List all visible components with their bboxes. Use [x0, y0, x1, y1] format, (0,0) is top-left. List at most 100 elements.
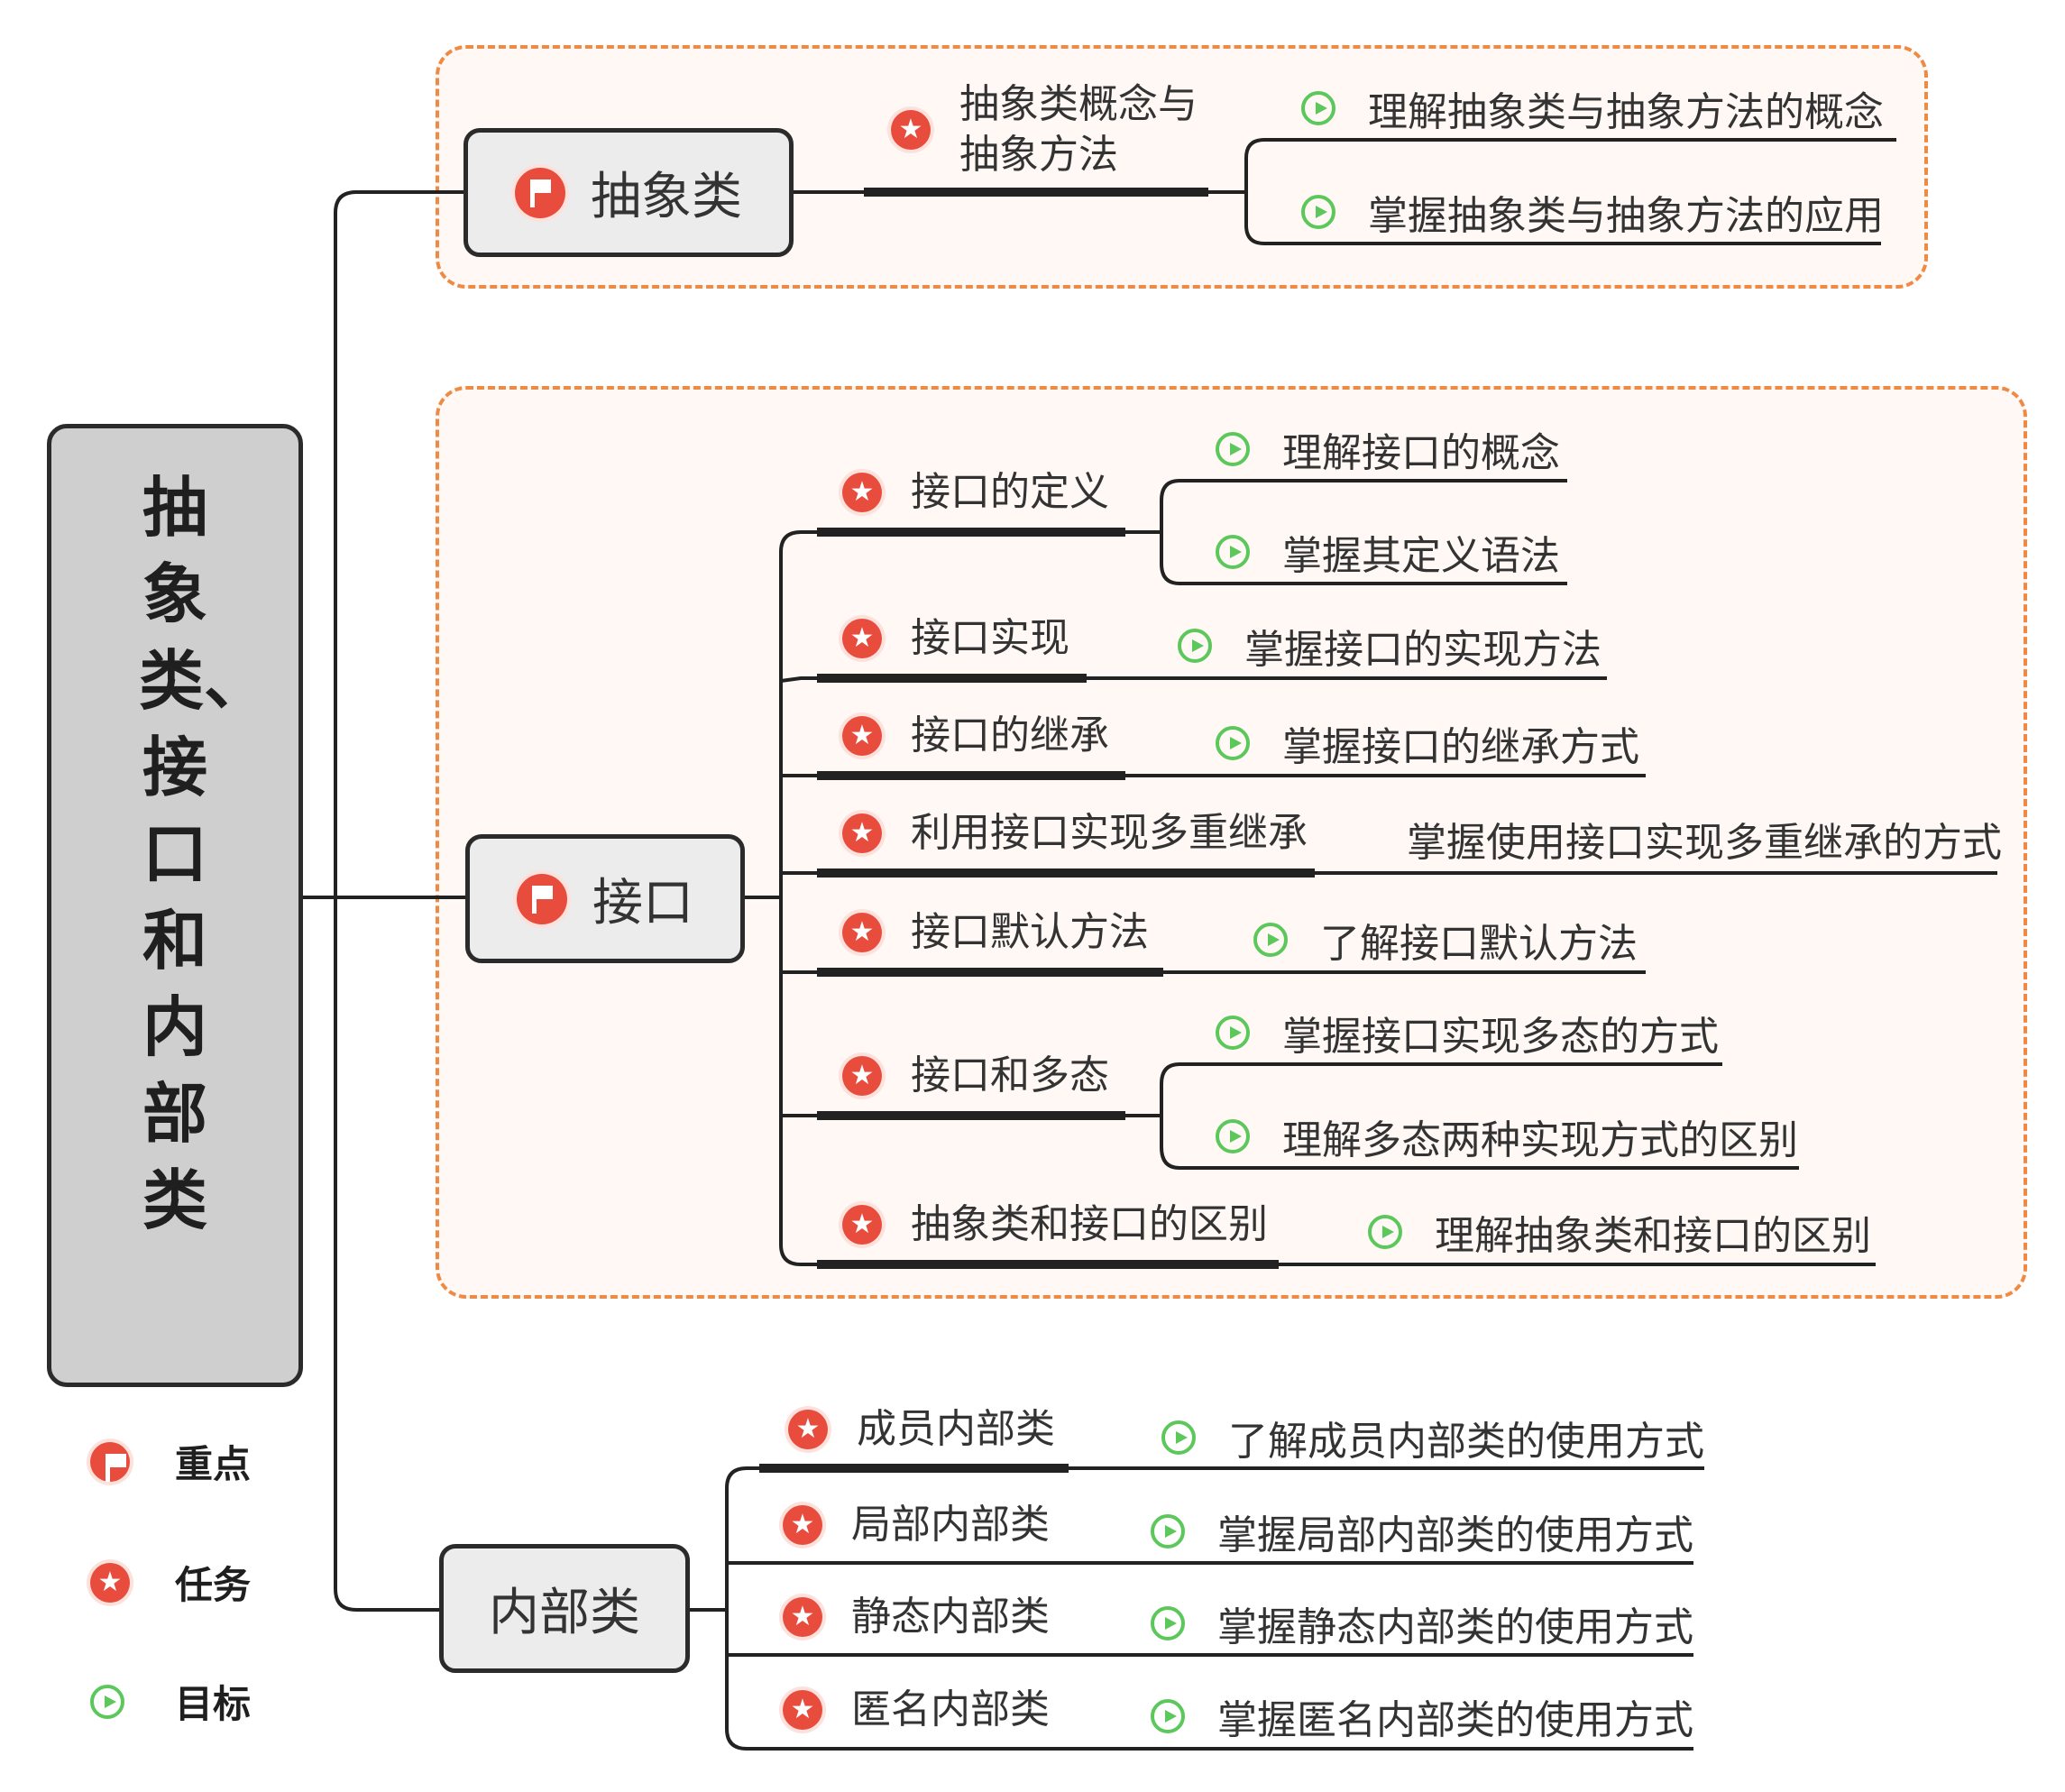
star-icon: ★ — [90, 1562, 130, 1603]
legend-label: 重点 — [175, 1442, 252, 1486]
play-icon — [1178, 629, 1212, 663]
goal-item[interactable]: 掌握接口的实现方法 — [1178, 617, 1602, 675]
star-icon: ★ — [788, 1410, 828, 1449]
branch-inner[interactable]: 内部类 — [439, 1544, 690, 1673]
goal-item[interactable]: 掌握抽象类与抽象方法的应用 — [1301, 183, 1884, 241]
star-icon: ★ — [842, 473, 882, 512]
task-member-inner[interactable]: ★ 成员内部类 — [788, 1404, 1055, 1455]
task-label: 抽象类和接口的区别 — [911, 1201, 1268, 1247]
task-interface-inheritance[interactable]: ★ 接口的继承 — [842, 711, 1109, 761]
task-abstract-vs-interface[interactable]: ★ 抽象类和接口的区别 — [842, 1199, 1268, 1250]
task-label: 成员内部类 — [857, 1406, 1055, 1452]
goal-label: 掌握接口的实现方法 — [1244, 627, 1602, 673]
task-label: 匿名内部类 — [851, 1686, 1050, 1732]
task-abstract-concept[interactable]: ★ 抽象类概念与抽象方法 — [891, 79, 1203, 180]
goal-item[interactable]: 理解抽象类和接口的区别 — [1368, 1203, 1871, 1261]
branch-label: 内部类 — [489, 1584, 640, 1642]
legend-key-point: 重点 — [90, 1434, 251, 1489]
play-icon — [1151, 1699, 1185, 1733]
root-title: 抽象类、接口和内部类 — [139, 470, 270, 1238]
goal-item[interactable]: 理解多态两种实现方式的区别 — [1216, 1107, 1798, 1165]
goal-item[interactable]: 了解成员内部类的使用方式 — [1161, 1409, 1704, 1466]
task-label: 局部内部类 — [851, 1502, 1050, 1548]
branch-abstract[interactable]: 抽象类 — [463, 128, 794, 257]
goal-item[interactable]: 掌握接口实现多态的方式 — [1216, 1004, 1719, 1061]
flag-icon — [515, 167, 565, 218]
play-icon — [1216, 1119, 1250, 1153]
goal-label: 掌握静态内部类的使用方式 — [1217, 1604, 1693, 1650]
play-icon — [1216, 1015, 1250, 1050]
task-interface-definition[interactable]: ★ 接口的定义 — [842, 467, 1109, 518]
task-label: 接口的继承 — [911, 712, 1109, 758]
task-local-inner[interactable]: ★ 局部内部类 — [783, 1500, 1050, 1550]
branch-interface[interactable]: 接口 — [465, 834, 745, 963]
goal-label: 理解抽象类与抽象方法的概念 — [1368, 89, 1884, 135]
goal-item[interactable]: 掌握其定义语法 — [1216, 523, 1560, 581]
goal-label: 掌握接口的继承方式 — [1282, 724, 1639, 770]
flag-icon — [90, 1441, 130, 1482]
play-icon — [1368, 1215, 1402, 1249]
task-label: 接口实现 — [911, 615, 1069, 661]
goal-item[interactable]: 掌握使用接口实现多重继承的方式 — [1407, 810, 2002, 868]
task-static-inner[interactable]: ★ 静态内部类 — [783, 1592, 1050, 1642]
star-icon: ★ — [842, 1056, 882, 1096]
task-label: 静态内部类 — [851, 1594, 1050, 1640]
goal-label: 了解接口默认方法 — [1320, 921, 1638, 967]
play-icon — [1216, 535, 1250, 569]
goal-item[interactable]: 理解接口的概念 — [1216, 420, 1560, 478]
goal-item[interactable]: 掌握静态内部类的使用方式 — [1151, 1594, 1693, 1652]
play-icon — [90, 1684, 124, 1719]
goal-label: 掌握局部内部类的使用方式 — [1217, 1512, 1693, 1558]
task-label: 抽象类概念与抽象方法 — [959, 81, 1198, 178]
root-topic[interactable]: 抽象类、接口和内部类 — [47, 424, 303, 1387]
goal-item[interactable]: 理解抽象类与抽象方法的概念 — [1301, 79, 1884, 137]
star-icon: ★ — [891, 110, 931, 150]
goal-label: 掌握接口实现多态的方式 — [1282, 1014, 1719, 1060]
task-label: 接口和多态 — [911, 1052, 1109, 1098]
task-label: 接口的定义 — [911, 469, 1109, 515]
goal-item[interactable]: 掌握匿名内部类的使用方式 — [1151, 1687, 1693, 1745]
branch-label: 抽象类 — [591, 168, 742, 226]
goal-label: 理解接口的概念 — [1282, 430, 1560, 476]
legend-label: 任务 — [175, 1563, 252, 1607]
flag-icon — [517, 873, 567, 924]
star-icon: ★ — [783, 1597, 822, 1637]
goal-label: 掌握匿名内部类的使用方式 — [1217, 1697, 1693, 1743]
goal-label: 掌握其定义语法 — [1282, 533, 1560, 579]
goal-label: 理解多态两种实现方式的区别 — [1282, 1117, 1798, 1163]
task-multiple-inheritance[interactable]: ★ 利用接口实现多重继承 — [842, 808, 1308, 859]
star-icon: ★ — [842, 1205, 882, 1245]
legend-task: ★ 任务 — [90, 1555, 251, 1610]
goal-item[interactable]: 了解接口默认方法 — [1253, 911, 1638, 969]
goal-item[interactable]: 掌握局部内部类的使用方式 — [1151, 1503, 1693, 1560]
star-icon: ★ — [783, 1690, 822, 1730]
star-icon: ★ — [783, 1505, 822, 1545]
task-interface-implementation[interactable]: ★ 接口实现 — [842, 613, 1069, 664]
star-icon: ★ — [842, 813, 882, 853]
task-label: 接口默认方法 — [911, 909, 1149, 955]
play-icon — [1151, 1514, 1185, 1548]
goal-label: 了解成员内部类的使用方式 — [1228, 1419, 1704, 1465]
play-icon — [1161, 1420, 1196, 1455]
goal-label: 掌握抽象类与抽象方法的应用 — [1368, 193, 1884, 239]
star-icon: ★ — [842, 716, 882, 756]
branch-label: 接口 — [592, 874, 693, 933]
goal-item[interactable]: 掌握接口的继承方式 — [1216, 714, 1639, 772]
goal-label: 理解抽象类和接口的区别 — [1435, 1213, 1871, 1259]
play-icon — [1301, 195, 1335, 229]
play-icon — [1253, 923, 1288, 957]
task-interface-polymorphism[interactable]: ★ 接口和多态 — [842, 1051, 1109, 1101]
star-icon: ★ — [842, 913, 882, 952]
star-icon: ★ — [842, 619, 882, 658]
task-anonymous-inner[interactable]: ★ 匿名内部类 — [783, 1685, 1050, 1735]
legend-goal: 目标 — [90, 1674, 251, 1729]
play-icon — [1216, 432, 1250, 466]
task-label: 利用接口实现多重继承 — [911, 810, 1308, 856]
task-default-methods[interactable]: ★ 接口默认方法 — [842, 907, 1149, 958]
play-icon — [1216, 726, 1250, 760]
legend-label: 目标 — [175, 1682, 252, 1726]
play-icon — [1301, 91, 1335, 125]
play-icon — [1151, 1606, 1185, 1640]
goal-label: 掌握使用接口实现多重继承的方式 — [1407, 820, 2002, 866]
